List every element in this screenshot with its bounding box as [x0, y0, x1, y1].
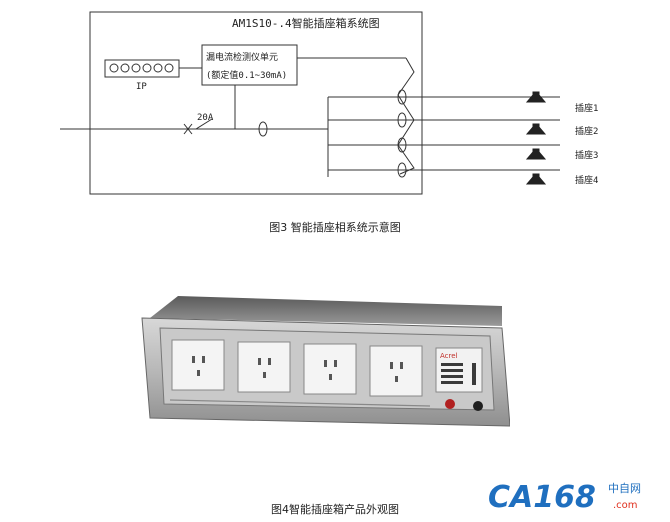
detector-unit-box: [201, 44, 298, 86]
main-ct-icon: [258, 121, 268, 137]
breaker-icon: [183, 118, 213, 135]
display-label: IP: [136, 82, 147, 92]
socket-icons: [171, 339, 423, 397]
detector-unit-line2: (额定值0.1~30mA): [206, 69, 287, 81]
ca168-logo: CA168 中自网 .com: [488, 480, 641, 515]
branch-lines: [328, 96, 560, 171]
display-module: [104, 59, 180, 78]
display-led-icons: [109, 63, 174, 73]
product-photo: Acrel: [141, 296, 510, 427]
detector-unit-line1: 漏电流检测仪单元: [206, 51, 278, 63]
outlet-label-3: 插座3: [575, 149, 598, 161]
terminal-black-icon: [473, 401, 483, 411]
diagram-title: AM1S10-.4智能插座箱系统图: [232, 16, 380, 30]
figure3-caption: 图3 智能插座相系统示意图: [269, 221, 401, 234]
terminal-red-icon: [445, 399, 455, 409]
breaker-label: 20A: [197, 113, 214, 123]
logo-text: CA168: [488, 480, 596, 515]
logo-domain: .com: [613, 500, 638, 511]
indicator-bars: [441, 363, 476, 385]
outlet-label-4: 插座4: [575, 174, 598, 186]
outlet-label-1: 插座1: [575, 102, 598, 114]
logo-suffix: 中自网: [608, 482, 641, 495]
brand-label: Acrel: [440, 352, 458, 360]
outlet-label-2: 插座2: [575, 125, 598, 137]
outlet-icons: [525, 91, 547, 185]
enclosure-top: [150, 296, 502, 326]
diagram-frame: [89, 11, 423, 195]
figure4-caption: 图4智能插座箱产品外观图: [271, 503, 399, 516]
system-diagram: AM1S10-.4智能插座箱系统图 IP 漏电流检测仪单元 (额定值0.1~30…: [60, 11, 598, 195]
branch-ct-icons: [397, 89, 407, 178]
